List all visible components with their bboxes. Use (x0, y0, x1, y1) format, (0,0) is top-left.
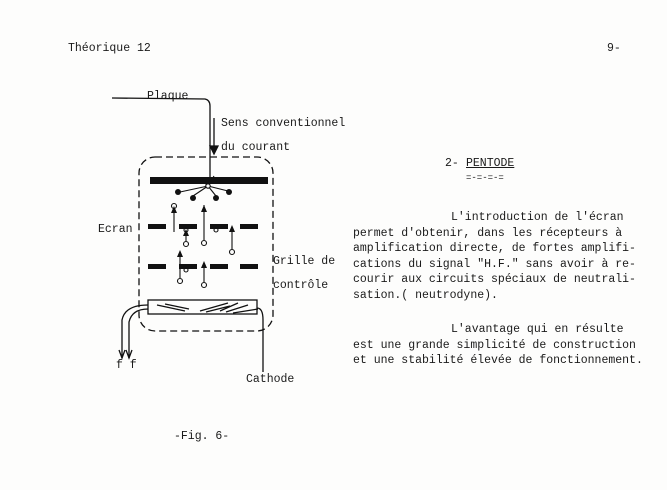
section-number: 2- (445, 157, 459, 170)
section-title-underline: =-=-=-= (466, 173, 504, 183)
para1-line: L'introduction de l'écran (451, 211, 624, 224)
tube-envelope (138, 156, 274, 332)
arrow-head-icon (208, 145, 220, 156)
label-plaque: Plaque (147, 90, 189, 103)
label-courant: du courant (221, 141, 291, 154)
para1-line: courir aux circuits spéciaux de neutrali… (353, 273, 636, 286)
cathode (147, 299, 258, 315)
para2-line: et une stabilité élevée de fonctionnemen… (353, 354, 643, 367)
page-number: 9- (607, 42, 621, 55)
label-sens: Sens conventionnel (221, 117, 346, 130)
header-left: Théorique 12 (68, 42, 151, 55)
para1-line: cations du signal "H.F." sans avoir à re… (353, 258, 636, 271)
label-grille: Grille de (273, 255, 336, 268)
filament-arrows (118, 349, 133, 360)
label-ecran: Ecran (98, 223, 133, 236)
para1-line: sation.( neutrodyne). (353, 289, 498, 302)
electron-paths (170, 175, 236, 289)
para2-line: est une grande simplicité de constructio… (353, 339, 636, 352)
para2-line: L'avantage qui en résulte (451, 323, 624, 336)
cathode-wire (256, 307, 264, 372)
para1-line: permet d'obtenir, dans les récepteurs à (353, 227, 623, 240)
section-title: PENTODE (466, 157, 515, 170)
para1-line: amplification directe, de fortes amplifi… (353, 242, 636, 255)
cathode-hatching (156, 302, 259, 314)
plate-wire (111, 97, 211, 180)
label-controle: contrôle (273, 279, 329, 292)
figure-caption: -Fig. 6- (174, 430, 230, 443)
grids (148, 177, 268, 269)
anode-plate (150, 177, 268, 184)
label-filament: f f (116, 359, 137, 372)
filament-wires (121, 304, 149, 358)
label-cathode: Cathode (246, 373, 295, 386)
electron-arrowheads (171, 205, 235, 268)
